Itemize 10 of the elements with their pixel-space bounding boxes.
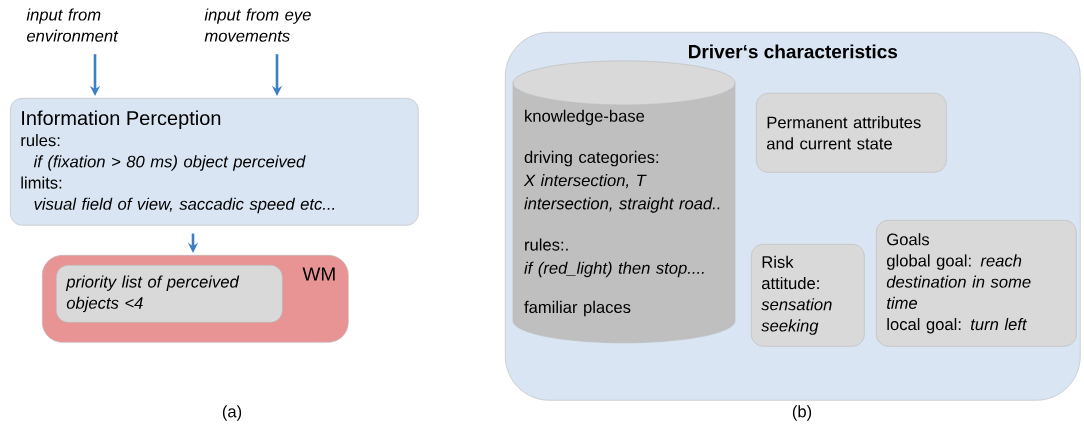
attribute-box: Risk attitude: sensation seeking	[751, 244, 865, 347]
process-box: Information Perception rules: if (fixation > 80 ms) object perceived limits: visual field of view, saccadic speed etc...	[10, 98, 419, 226]
attribute-box: Permanent attributes and current state	[756, 93, 947, 173]
input-text: input from eye movements	[204, 8, 311, 42]
list-box: priority list of perceived objects <4	[56, 265, 283, 323]
panel-label: (b)	[792, 405, 812, 421]
input-text: input from environment	[26, 8, 119, 42]
panel-label: (a)	[222, 405, 242, 421]
database-cylinder: knowledge-base driving categories: X intersection, T intersection, straight road.. rules:. if (red_light) then stop.... familiar places	[512, 60, 736, 344]
goals-box: Goals global goal: reach destination in some time local goal: turn left	[876, 220, 1077, 347]
